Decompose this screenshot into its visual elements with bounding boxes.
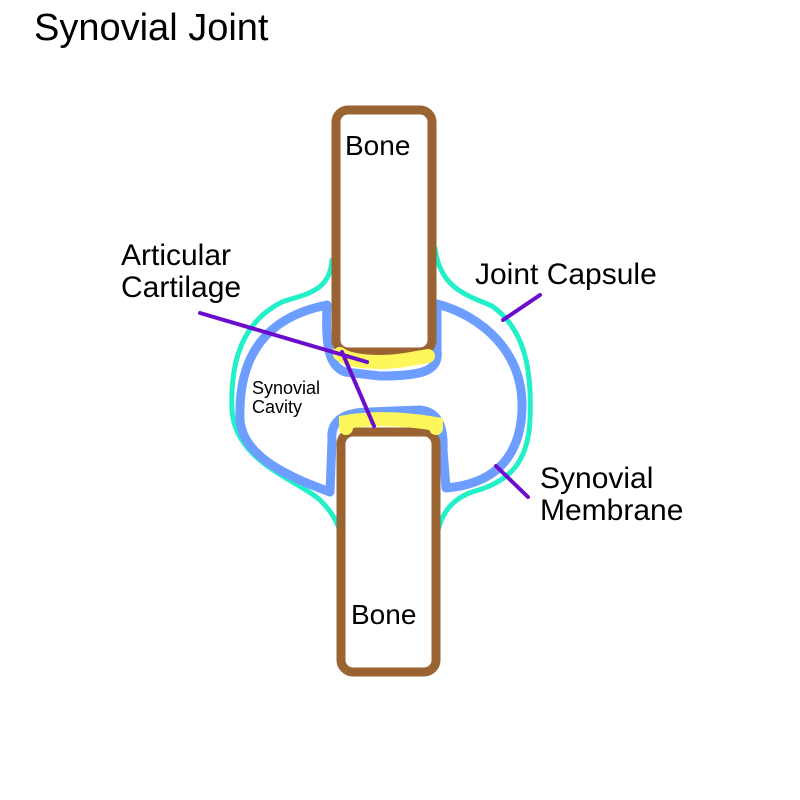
- label-bone-bottom: Bone: [351, 599, 417, 630]
- label-synovial-cavity: Synovial Cavity: [252, 378, 321, 418]
- pointer-synovial-membrane: [494, 464, 530, 499]
- pointer-cartilage-bottom: [340, 350, 376, 428]
- label-line: Cartilage: [121, 271, 242, 305]
- cartilage-bottom: [339, 412, 443, 435]
- joint-capsule-right: [432, 245, 533, 533]
- pointer-joint-capsule: [501, 293, 542, 322]
- label-joint-capsule: Joint Capsule: [475, 258, 657, 291]
- bone-top: [331, 105, 437, 357]
- pointer-lines: [198, 293, 542, 499]
- label-line: Synovial: [252, 378, 321, 398]
- label-articular-cartilage: Articular Cartilage: [121, 239, 242, 305]
- diagram-title: Synovial Joint: [34, 7, 269, 49]
- label-bone-top: Bone: [345, 130, 411, 161]
- label-line: Synovial: [540, 462, 654, 495]
- synovial-membrane: [235, 299, 527, 497]
- joint-capsule-left: [229, 257, 345, 540]
- label-synovial-membrane: Synovial Membrane: [540, 462, 684, 528]
- label-line: Articular: [121, 239, 232, 272]
- bone-bottom: [336, 427, 441, 677]
- label-line: Membrane: [540, 494, 684, 528]
- pointer-cartilage-top: [198, 311, 369, 364]
- label-line: Cavity: [252, 397, 303, 418]
